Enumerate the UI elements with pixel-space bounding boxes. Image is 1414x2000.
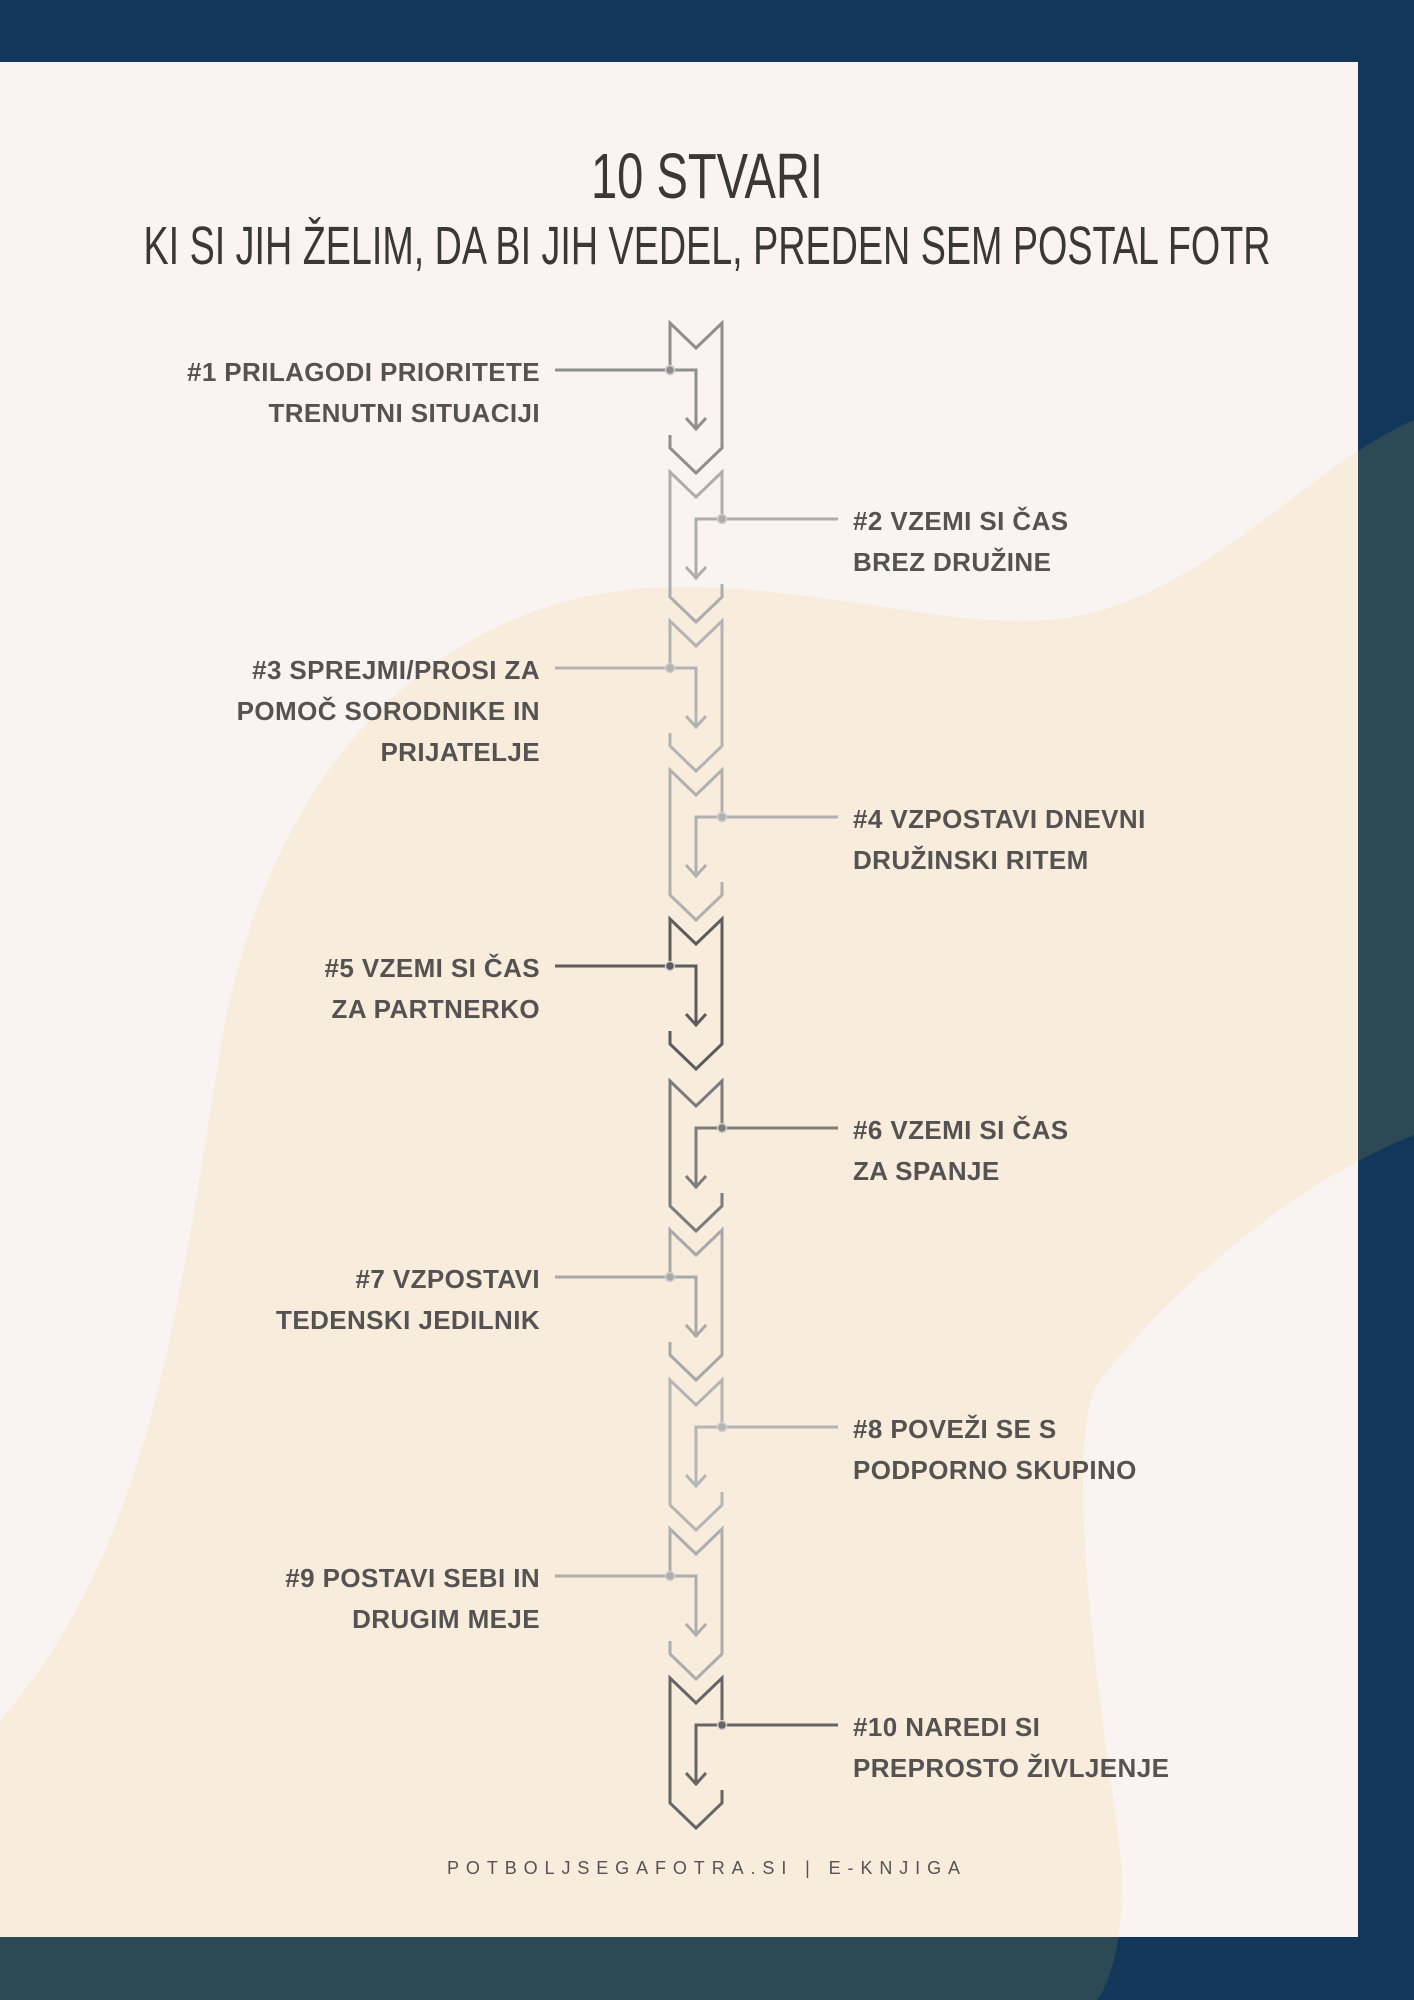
step-label-line: #3 SPREJMI/PROSI ZA [252,655,540,685]
arrow-down-icon [684,1012,708,1028]
chevron-segment-icon [668,766,724,923]
step-label-line: TRENUTNI SITUACIJI [268,398,540,428]
step-label-line: #8 POVEŽI SE S [853,1414,1057,1444]
step-label-line: ZA PARTNERKO [332,994,540,1024]
connector-line [694,517,838,577]
step-label-line: #4 VZPOSTAVI DNEVNI [853,804,1146,834]
step-5: #5 VZEMI SI ČAS ZA PARTNERKO [325,915,724,1072]
connector-dot-icon [716,1421,728,1433]
connector-line [555,964,698,1024]
step-7: #7 VZPOSTAVI TEDENSKI JEDILNIK [276,1226,724,1383]
step-label-line: PODPORNO SKUPINO [853,1455,1137,1485]
connector-line [694,1723,838,1783]
arrow-down-icon [684,714,708,730]
step-10: #10 NAREDI SI PREPROSTO ŽIVLJENJE [668,1674,1169,1831]
step-9: #9 POSTAVI SEBI IN DRUGIM MEJE [285,1525,724,1682]
step-label-line: #6 VZEMI SI ČAS [853,1115,1069,1145]
page-subtitle: KI SI JIH ŽELIM, DA BI JIH VEDEL, PREDEN… [144,216,1271,276]
step-label-line: PREPROSTO ŽIVLJENJE [853,1753,1169,1783]
step-6: #6 VZEMI SI ČAS ZA SPANJE [668,1077,1069,1234]
arrow-down-icon [684,1473,708,1489]
connector-dot-icon [716,513,728,525]
step-label-line: #1 PRILAGODI PRIORITETE [187,357,540,387]
chevron-segment-icon [668,1525,724,1682]
connector-dot-icon [664,1271,676,1283]
chevron-segment-icon [668,468,724,625]
connector-dot-icon [664,960,676,972]
step-4: #4 VZPOSTAVI DNEVNI DRUŽINSKI RITEM [668,766,1146,923]
step-label-line: POMOČ SORODNIKE IN [237,696,540,726]
connector-dot-icon [716,1122,728,1134]
connector-line [694,815,838,875]
arrow-down-icon [684,1174,708,1190]
step-1: #1 PRILAGODI PRIORITETE TRENUTNI SITUACIJ… [187,319,724,476]
chevron-segment-icon [668,1674,724,1831]
connector-line [555,368,698,428]
step-label-line: PRIJATELJE [380,737,540,767]
step-label-line: BREZ DRUŽINE [853,547,1051,577]
connector-dot-icon [664,364,676,376]
step-label-line: #9 POSTAVI SEBI IN [285,1563,540,1593]
arrow-down-icon [684,1771,708,1787]
step-label-line: #5 VZEMI SI ČAS [325,953,541,983]
connector-line [555,1275,698,1335]
arrow-down-icon [684,863,708,879]
step-label-line: TEDENSKI JEDILNIK [276,1305,540,1335]
step-label-line: #10 NAREDI SI [853,1712,1040,1742]
step-3: #3 SPREJMI/PROSI ZA POMOČ SORODNIKE IN PRI… [237,617,724,774]
arrow-down-icon [684,565,708,581]
step-label-line: ZA SPANJE [853,1156,1000,1186]
connector-dot-icon [664,662,676,674]
page-title: 10 STVARI [591,140,823,212]
arrow-down-icon [684,416,708,432]
arrow-down-icon [684,1323,708,1339]
connector-line [555,666,698,726]
chevron-segment-icon [668,319,724,476]
step-2: #2 VZEMI SI ČAS BREZ DRUŽINE [668,468,1069,625]
step-label-line: DRUŽINSKI RITEM [853,845,1089,875]
step-label-line: DRUGIM MEJE [352,1604,540,1634]
step-label-line: #7 VZPOSTAVI [356,1264,540,1294]
connector-dot-icon [664,1570,676,1582]
arrow-flow: #1 PRILAGODI PRIORITETE TRENUTNI SITUACIJ… [187,319,1169,1831]
connector-dot-icon [716,811,728,823]
chevron-segment-icon [668,915,724,1072]
chevron-segment-icon [668,617,724,774]
connector-dot-icon [716,1719,728,1731]
chevron-segment-icon [668,1376,724,1533]
arrow-down-icon [684,1622,708,1638]
footer-credit: POTBOLJSEGAFOTRA.SI | E-KNJIGA [447,1858,967,1878]
connector-line [694,1126,838,1186]
step-label-line: #2 VZEMI SI ČAS [853,506,1069,536]
step-8: #8 POVEŽI SE S PODPORNO SKUPINO [668,1376,1137,1533]
connector-line [694,1425,838,1485]
chevron-segment-icon [668,1226,724,1383]
connector-line [555,1574,698,1634]
chevron-segment-icon [668,1077,724,1234]
